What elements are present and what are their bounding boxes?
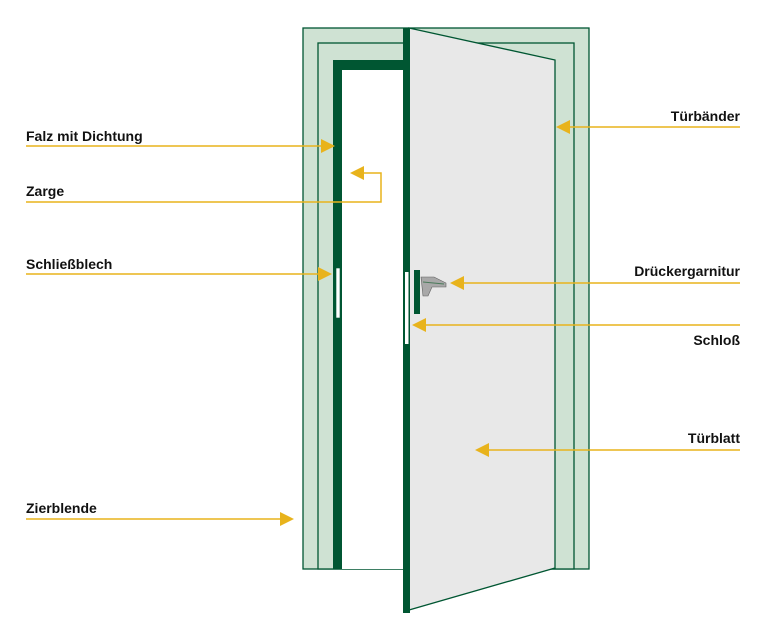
label-falz-mit-dichtung: Falz mit Dichtung <box>26 128 143 144</box>
label-zarge: Zarge <box>26 183 65 199</box>
arrow-druecker <box>450 276 464 290</box>
handle-set <box>414 270 447 314</box>
arrow-falz <box>321 139 335 153</box>
arrow-zarge <box>350 166 364 180</box>
callout-lines <box>26 126 740 520</box>
arrow-schloss <box>412 318 426 332</box>
label-tuerblatt: Türblatt <box>687 430 740 446</box>
label-zierblende: Zierblende <box>26 500 97 516</box>
label-schliessblech: Schließblech <box>26 256 113 272</box>
door-leaf <box>408 27 556 611</box>
label-drueckergarnitur: Drückergarnitur <box>634 263 740 279</box>
arrow-schliessblech <box>318 267 332 281</box>
lock-faceplate <box>405 272 409 344</box>
label-tuerbaender: Türbänder <box>670 108 740 124</box>
strike-plate <box>335 267 341 319</box>
arrow-zierblende <box>280 512 294 526</box>
arrow-tuerbaender <box>556 120 570 134</box>
door-opening <box>342 70 404 569</box>
callout-arrowheads <box>280 120 570 526</box>
arrow-tuerblatt <box>475 443 489 457</box>
label-schloss: Schloß <box>693 332 740 348</box>
